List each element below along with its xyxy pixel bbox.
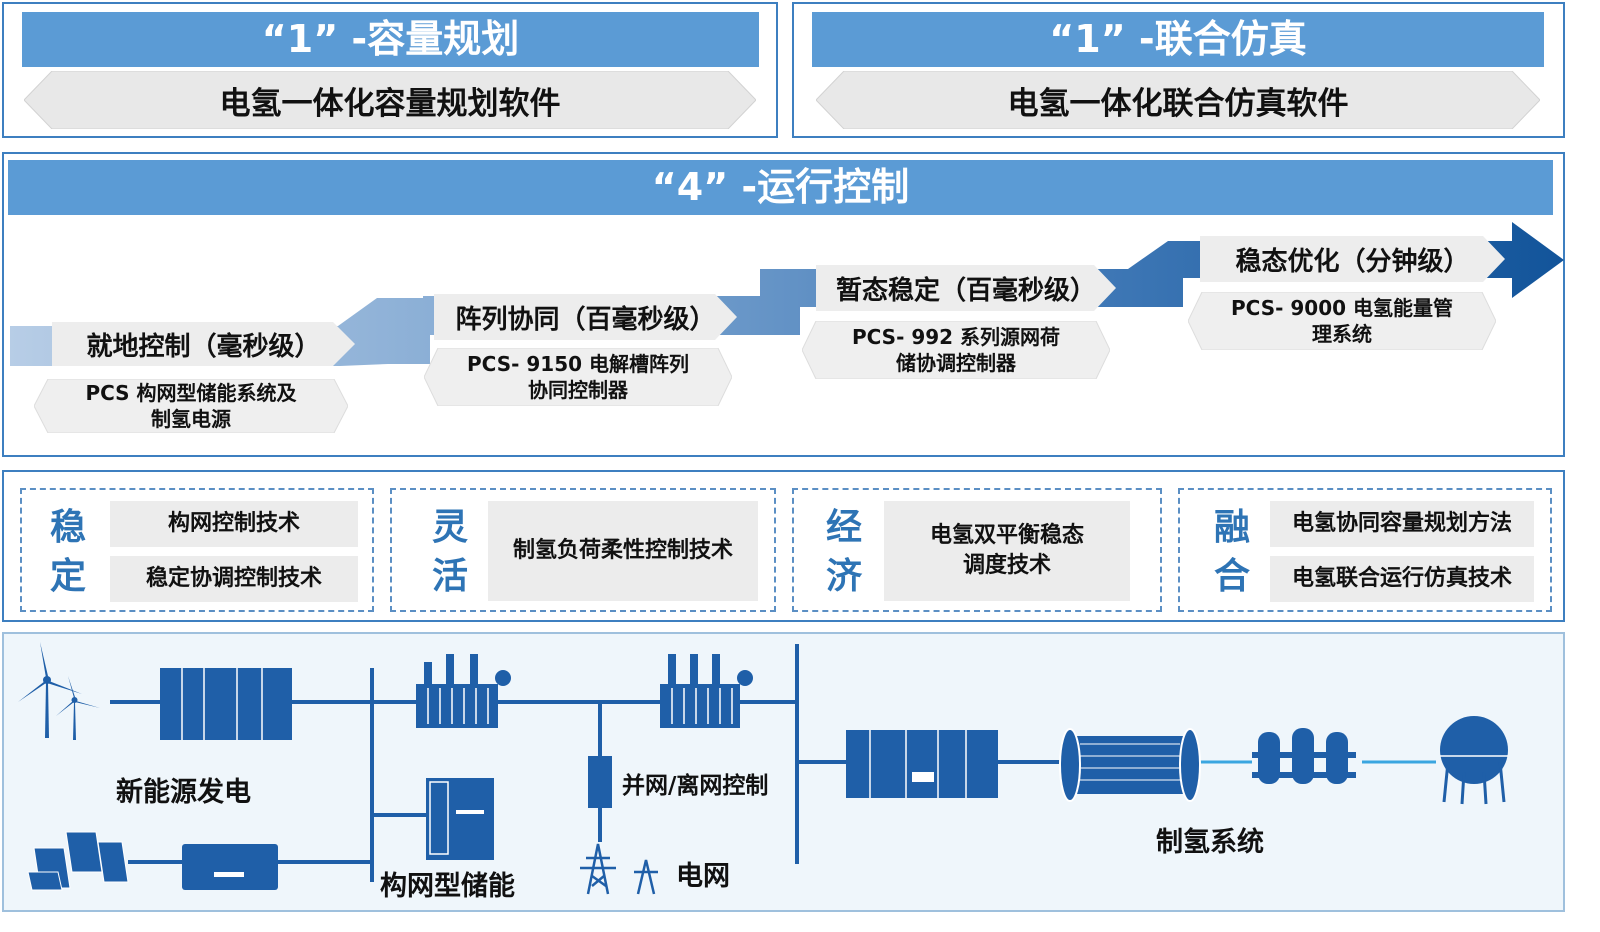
capacity-planning-bar: “1” -容量规划 xyxy=(22,12,759,67)
storage-label: 构网型储能 xyxy=(380,871,515,902)
product-pcs-storage: PCS 构网型储能系统及 制氢电源 xyxy=(34,379,348,433)
tech-item: 制氢负荷柔性控制技术 xyxy=(488,501,758,601)
tech-group-stable-char2: 定 xyxy=(50,556,87,597)
transformer-icon xyxy=(660,654,753,728)
tech-group-economic-char2: 济 xyxy=(826,556,863,597)
product-pcs-992: PCS- 992 系列源网荷 储协调控制器 xyxy=(802,321,1110,379)
storage-cabinet-icon xyxy=(426,778,494,860)
staircase-arrow xyxy=(10,222,1564,366)
joint-simulation-software: 电氢一体化联合仿真软件 xyxy=(816,71,1540,129)
tech-item: 稳定协调控制技术 xyxy=(110,556,358,602)
separation-tanks-icon xyxy=(1252,728,1356,784)
tech-group-stable-char1: 稳 xyxy=(50,507,87,548)
tech-group-flexible-char1: 灵 xyxy=(432,507,469,548)
system-diagram xyxy=(18,642,1508,895)
tech-group-integration-char1: 融 xyxy=(1214,507,1251,548)
tech-item: 电氢双平衡稳态 调度技术 xyxy=(884,501,1130,601)
tech-item: 电氢联合运行仿真技术 xyxy=(1270,556,1534,602)
inverter-icon xyxy=(182,844,278,890)
step-transient-stability: 暂态稳定（百毫秒级） xyxy=(816,265,1116,311)
wind-turbine-icon xyxy=(18,642,100,740)
electrolyzer-icon xyxy=(1059,728,1201,802)
grid-switch-icon xyxy=(588,756,612,808)
tech-group-flexible-char2: 活 xyxy=(432,556,469,597)
hydrogen-power-supply-icon xyxy=(846,730,998,798)
step-array-coordination: 阵列协同（百毫秒级） xyxy=(434,294,737,340)
grid-switch-label: 并网/离网控制 xyxy=(622,773,769,799)
transformer-icon xyxy=(416,654,511,728)
hydrogen-storage-sphere-icon xyxy=(1440,716,1508,805)
solar-panel-icon xyxy=(27,831,129,891)
operation-control-bar: “4” -运行控制 xyxy=(8,160,1553,215)
product-pcs-9000: PCS- 9000 电氢能量管 理系统 xyxy=(1188,292,1496,350)
grid-label: 电网 xyxy=(676,861,730,892)
renewable-label: 新能源发电 xyxy=(116,777,251,808)
capacity-planning-software: 电氢一体化容量规划软件 xyxy=(24,71,756,129)
tech-item: 构网控制技术 xyxy=(110,501,358,547)
converter-cabinet-icon xyxy=(160,668,292,740)
joint-simulation-bar: “1” -联合仿真 xyxy=(812,12,1544,67)
step-local-control: 就地控制（毫秒级） xyxy=(52,322,355,366)
hydrogen-system-label: 制氢系统 xyxy=(1156,827,1264,858)
product-pcs-9150: PCS- 9150 电解槽阵列 协同控制器 xyxy=(424,348,732,406)
step-steady-optimization: 稳态优化（分钟级） xyxy=(1200,236,1505,282)
power-tower-icon xyxy=(580,843,658,895)
tech-group-integration-char2: 合 xyxy=(1214,556,1251,597)
tech-item: 电氢协同容量规划方法 xyxy=(1270,501,1534,547)
tech-group-economic-char1: 经 xyxy=(826,507,863,548)
